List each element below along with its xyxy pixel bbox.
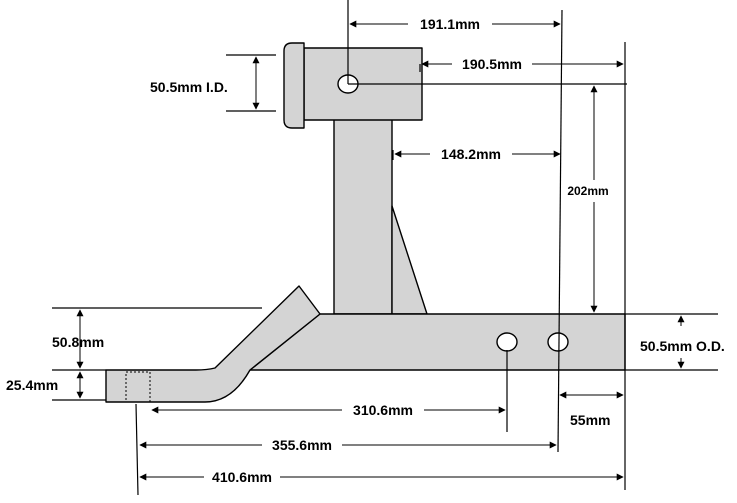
hole2-distance-label: 355.6mm — [272, 437, 332, 453]
top-offset-label: 190.5mm — [462, 56, 522, 72]
extension-lines — [52, 0, 718, 496]
shank-pin-marker — [125, 371, 151, 403]
shank-thickness-label: 25.4mm — [6, 377, 58, 393]
riser-offset-label: 148.2mm — [441, 146, 501, 162]
receiver-collar — [283, 42, 305, 129]
riser-tube — [333, 117, 393, 315]
angled-shank — [105, 285, 321, 403]
overall-length-label: 410.6mm — [212, 469, 272, 485]
id-label: 50.5mm I.D. — [150, 79, 228, 95]
hitch-body — [105, 42, 626, 403]
height-label: 202mm — [567, 184, 608, 198]
gusset-plate — [391, 205, 428, 315]
bottom-hole-1 — [496, 332, 518, 352]
od-label: 50.5mm O.D. — [640, 338, 725, 354]
top-width-label: 191.1mm — [420, 16, 480, 32]
hole1-distance-label: 310.6mm — [353, 402, 413, 418]
drop-label: 50.8mm — [52, 334, 104, 350]
dimension-lines — [76, 20, 685, 481]
end-to-hole-label: 55mm — [570, 412, 610, 428]
dimension-labels: 191.1mm 190.5mm 148.2mm 202mm 50.5mm I.D… — [6, 16, 725, 485]
bottom-hole-2 — [547, 332, 569, 352]
